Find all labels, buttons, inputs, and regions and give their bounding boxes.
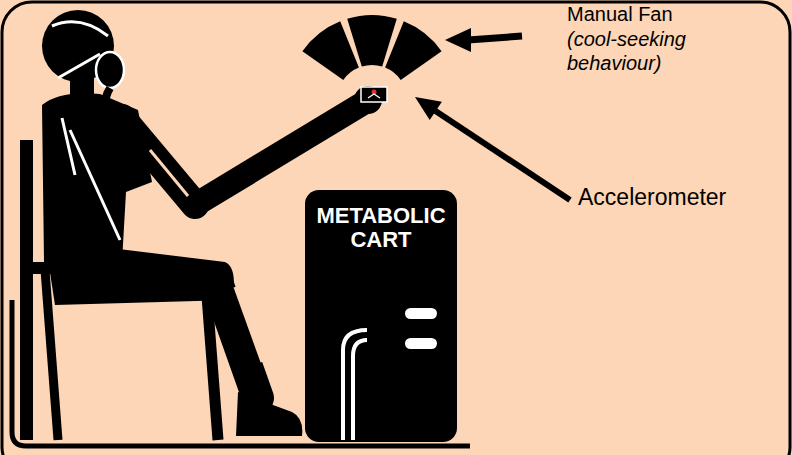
callout-label: Manual Fan [567,2,673,26]
accelerometer-device [361,87,387,102]
leader-arrow [415,97,570,200]
cart-label: METABOLIC CART [305,190,457,252]
leader-arrow [445,28,522,52]
callout-label: (cool-seeking behaviour) [567,27,717,75]
metabolic-cart: METABOLIC CART [305,190,457,442]
manual-fan [302,15,441,80]
callout-label: Accelerometer [578,184,726,212]
